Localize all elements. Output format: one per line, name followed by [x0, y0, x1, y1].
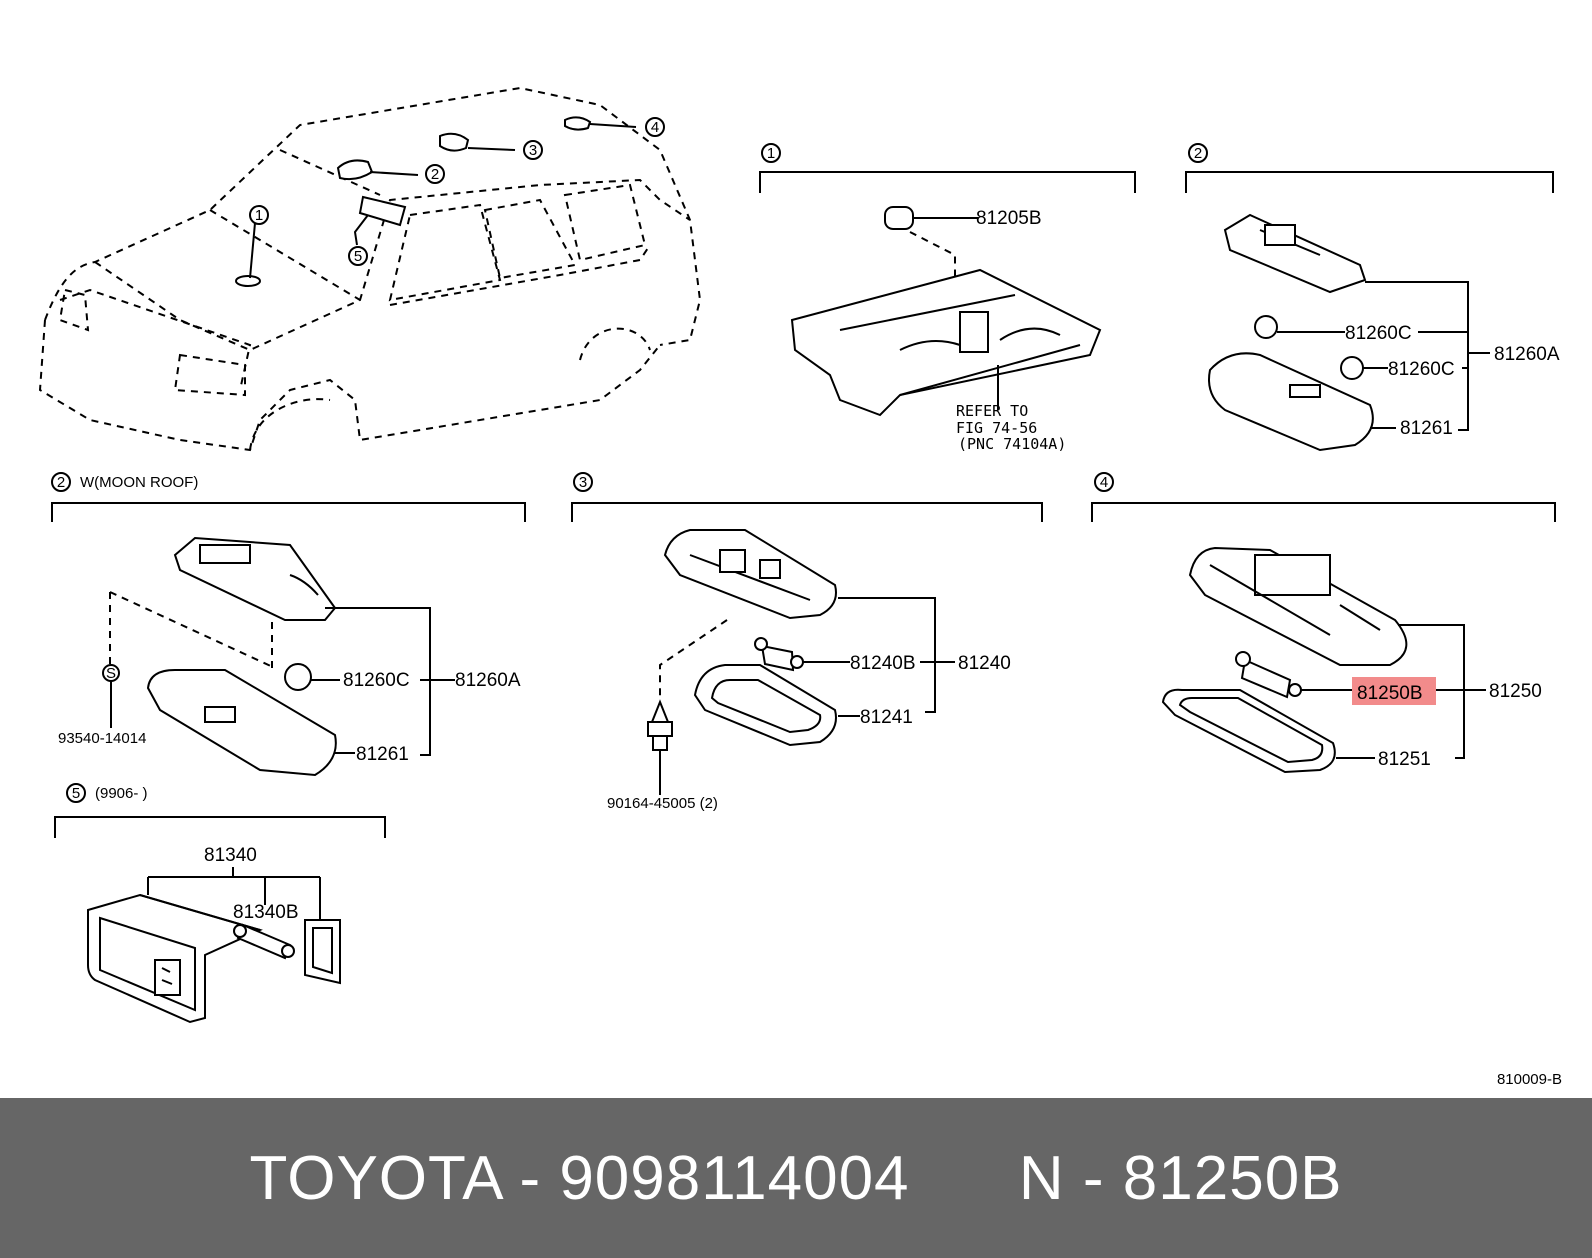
label-81260A-top: 81260A	[1494, 344, 1560, 365]
svg-text:4: 4	[651, 119, 659, 136]
svg-text:2: 2	[1194, 145, 1202, 162]
svg-text:2: 2	[57, 474, 65, 491]
label-93540-14014: 93540-14014	[58, 730, 146, 747]
panel-3-lamp: 3 81240B 81240 81241 90164-45005 (2)	[571, 472, 1043, 812]
label-81205B: 81205B	[976, 208, 1042, 229]
svg-text:(PNC 74104A): (PNC 74104A)	[958, 435, 1066, 453]
label-81261-top: 81261	[1400, 418, 1453, 439]
svg-text:4: 4	[1100, 474, 1108, 491]
parts-diagram: 1 2 3 4 5 1 81205B	[38, 86, 1562, 1088]
label-81340B: 81340B	[233, 902, 299, 923]
label-81240: 81240	[958, 653, 1011, 674]
svg-text:2: 2	[431, 166, 439, 183]
vehicle-callout-1: 1	[249, 205, 269, 225]
svg-text:FIG 74-56: FIG 74-56	[956, 419, 1037, 437]
label-81250B: 81250B	[1357, 683, 1423, 704]
svg-text:1: 1	[767, 145, 775, 162]
svg-text:3: 3	[579, 474, 587, 491]
part-number-caption: TOYOTA - 9098114004 N - 81250B	[249, 1143, 1343, 1213]
footer-bar: TOYOTA - 9098114004 N - 81250B	[0, 1098, 1592, 1258]
label-81260C-b: 81260C	[1388, 359, 1455, 380]
svg-text:5: 5	[72, 785, 80, 802]
label-90164-45005: 90164-45005 (2)	[607, 795, 718, 812]
figure-code: 810009-B	[1497, 1071, 1562, 1088]
label-81241: 81241	[860, 707, 913, 728]
svg-text:W(MOON ROOF): W(MOON ROOF)	[80, 474, 198, 491]
label-81261-moonroof: 81261	[356, 744, 409, 765]
svg-text:S: S	[106, 665, 116, 682]
panel-5-lamp: 5 (9906- ) 81340 81340B	[54, 783, 386, 1024]
vehicle-callout-2: 2	[425, 164, 445, 184]
panel-2-moon-roof: 2 W(MOON ROOF) 81260C 81260A 81261 S 935…	[51, 472, 526, 777]
label-81340: 81340	[204, 845, 257, 866]
svg-text:REFER TO: REFER TO	[956, 402, 1028, 420]
vehicle-callout-4: 4	[645, 117, 665, 137]
label-81260C-a: 81260C	[1345, 323, 1412, 344]
panel-1-map-lamp: 1 81205B REFER TO FIG 74-56 (PNC 74104A)	[759, 143, 1136, 453]
highlight-81250B	[1352, 677, 1436, 705]
svg-text:3: 3	[529, 142, 537, 159]
label-81260C-moonroof: 81260C	[343, 670, 410, 691]
label-81260A-moonroof: 81260A	[455, 670, 521, 691]
svg-text:5: 5	[354, 248, 362, 265]
vehicle-callout-5: 5	[348, 246, 368, 266]
vehicle-overview: 1 2 3 4 5	[38, 86, 702, 452]
label-81240B: 81240B	[850, 653, 916, 674]
svg-text:1: 1	[255, 207, 263, 224]
label-81250: 81250	[1489, 681, 1542, 702]
svg-text:(9906- ): (9906- )	[95, 785, 148, 802]
vehicle-callout-3: 3	[523, 140, 543, 160]
panel-4-lamp: 4 81250B 81250 81251	[1091, 472, 1556, 774]
label-81251: 81251	[1378, 749, 1431, 770]
panel-2-room-lamp: 2 81260C 81260C 81261 81260A	[1185, 143, 1560, 452]
